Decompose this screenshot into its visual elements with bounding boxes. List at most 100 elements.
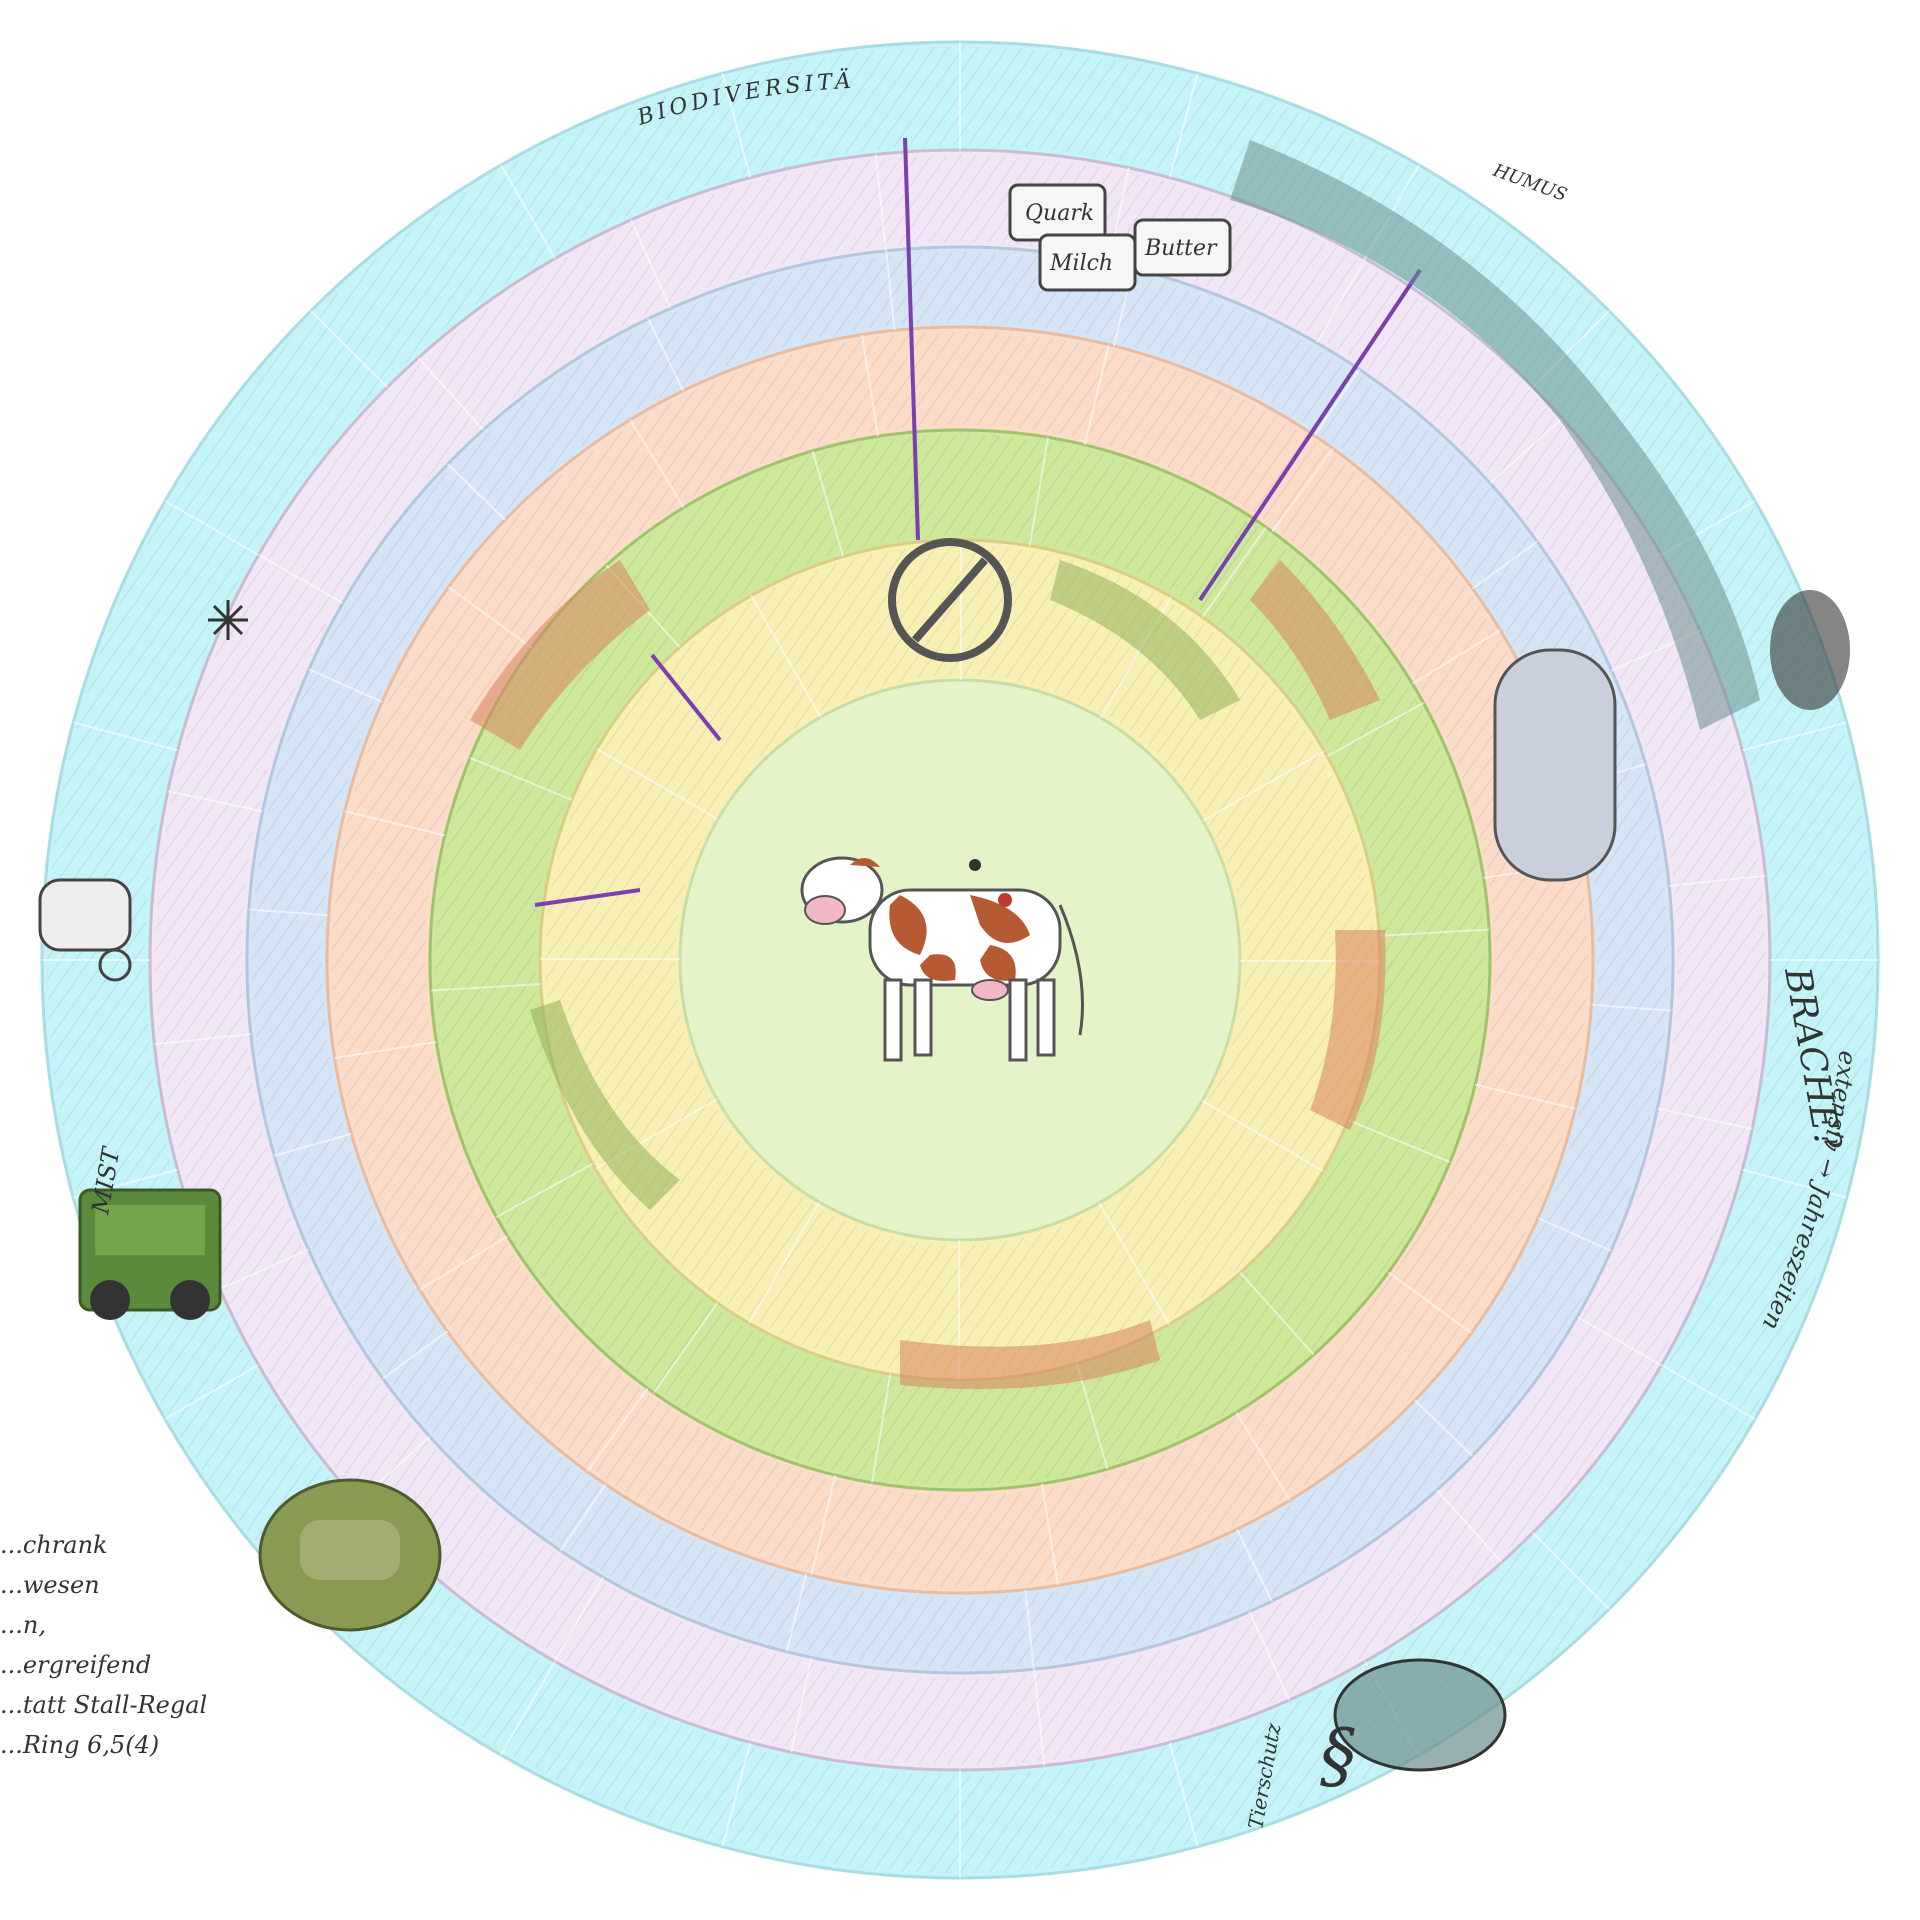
tile-divider xyxy=(874,154,887,251)
tile-divider xyxy=(553,1576,605,1662)
tile-divider xyxy=(164,500,260,556)
humus-soil-sketch xyxy=(1230,140,1850,730)
cow-icon xyxy=(800,856,1084,1062)
tile-divider xyxy=(1742,1168,1847,1199)
tile-divider xyxy=(1083,344,1110,446)
tile-divider xyxy=(861,334,879,437)
paragraph-icon: § xyxy=(1320,1713,1356,1797)
milk-cart-icon xyxy=(38,878,132,982)
tile-divider xyxy=(629,419,685,509)
ring-texture xyxy=(155,155,1765,1765)
tile-divider xyxy=(630,219,672,309)
tile-divider xyxy=(1436,1489,1503,1563)
tile-divider xyxy=(748,1201,821,1324)
tile-divider xyxy=(1235,1411,1291,1501)
tile-divider xyxy=(653,1302,719,1394)
snowflake-icon xyxy=(208,600,248,640)
tile-divider xyxy=(258,553,344,605)
tile-divider xyxy=(586,1387,649,1473)
tile-divider xyxy=(785,1573,808,1652)
tile-divider xyxy=(790,1657,813,1753)
tile-divider xyxy=(446,463,506,521)
tile-divider xyxy=(1387,1271,1473,1334)
tile-divider xyxy=(1248,1611,1290,1701)
tile-divider xyxy=(1075,1363,1109,1470)
tile-divider xyxy=(1201,1099,1324,1172)
tile-divider xyxy=(1379,928,1490,937)
tile-divider xyxy=(1576,1315,1662,1367)
tile-divider xyxy=(1532,1532,1610,1610)
tile-divider xyxy=(1347,1119,1451,1164)
tile-divider xyxy=(1202,750,1325,822)
tile-divider xyxy=(1742,721,1847,752)
tile-divider xyxy=(885,250,896,331)
tile-divider xyxy=(308,668,383,703)
ladybug-icon xyxy=(998,893,1012,907)
milk-tank-icon xyxy=(1493,648,1617,882)
tile-divider xyxy=(1326,702,1424,758)
tile-divider xyxy=(1239,1272,1315,1356)
peach-ring-accents xyxy=(470,560,1386,1390)
tile-divider xyxy=(1411,629,1501,685)
tile-divider xyxy=(73,721,178,752)
tile-divider xyxy=(1489,417,1563,484)
tile-divider xyxy=(447,586,533,649)
side-note: ...chrank ...wesen ...n, ...ergreifend .… xyxy=(0,1525,210,1765)
milch-label: Milch xyxy=(1049,251,1113,276)
tile-divider xyxy=(1168,1742,1199,1847)
dairy-shelf-sketch xyxy=(1008,183,1232,292)
tile-divider xyxy=(1414,1399,1474,1457)
prohibition-sign-icon xyxy=(888,538,1012,662)
tile-divider xyxy=(310,310,388,388)
tile-divider xyxy=(1537,1217,1612,1252)
side-note-line: ...n, xyxy=(0,1611,46,1639)
ring-texture xyxy=(435,435,1485,1485)
tile-divider xyxy=(721,1742,752,1847)
tile-divider xyxy=(1271,447,1334,533)
green-ring-accents xyxy=(530,560,1240,1210)
fly-icon xyxy=(969,859,981,871)
tile-divider xyxy=(1657,1107,1753,1130)
side-note-line: ...ergreifend xyxy=(0,1651,152,1679)
tile-divider xyxy=(871,1374,892,1483)
tile-divider xyxy=(154,1033,251,1046)
tile-divider xyxy=(1033,1669,1046,1766)
piggy-bank-sketch xyxy=(1333,1658,1507,1772)
tile-divider xyxy=(219,1248,309,1290)
tile-divider xyxy=(167,790,263,813)
purple-section-divider xyxy=(534,137,1422,907)
tile-divider xyxy=(274,1132,352,1157)
humus-label: HUMUS xyxy=(1489,160,1569,206)
tile-divider xyxy=(647,318,685,392)
ring-texture xyxy=(252,252,1668,1668)
tile-divider xyxy=(469,756,573,801)
tile-divider xyxy=(1201,526,1267,618)
tile-divider xyxy=(721,73,752,178)
quark-label: Quark xyxy=(1025,201,1094,226)
manure-trailer-photo xyxy=(78,1188,222,1320)
ring-texture xyxy=(332,332,1588,1588)
butter-label: Butter xyxy=(1144,236,1218,261)
side-note-line: ...wesen xyxy=(0,1571,100,1599)
tile-divider xyxy=(417,357,484,431)
tile-divider xyxy=(500,1660,556,1756)
tile-divider xyxy=(1041,1483,1059,1586)
tile-divider xyxy=(596,748,719,821)
tile-divider xyxy=(344,810,446,837)
tile-divider xyxy=(164,1364,260,1420)
tile-divider xyxy=(500,164,556,260)
tile-divider xyxy=(1028,437,1049,546)
tile-divider xyxy=(430,983,541,992)
tile-divider xyxy=(496,1162,594,1218)
tile-divider xyxy=(1474,1083,1576,1110)
tile-divider xyxy=(750,595,822,718)
tile-divider xyxy=(1315,258,1367,344)
side-note-line: ...Ring 6,5(4) xyxy=(0,1731,160,1759)
tile-divider xyxy=(559,1483,607,1552)
tile-divider xyxy=(1660,1364,1756,1420)
tile-divider xyxy=(382,1330,449,1380)
tile-divider xyxy=(1235,1528,1273,1602)
tile-divider xyxy=(1591,1003,1672,1012)
tile-divider xyxy=(1471,540,1538,590)
tile-divider xyxy=(1024,1589,1035,1670)
